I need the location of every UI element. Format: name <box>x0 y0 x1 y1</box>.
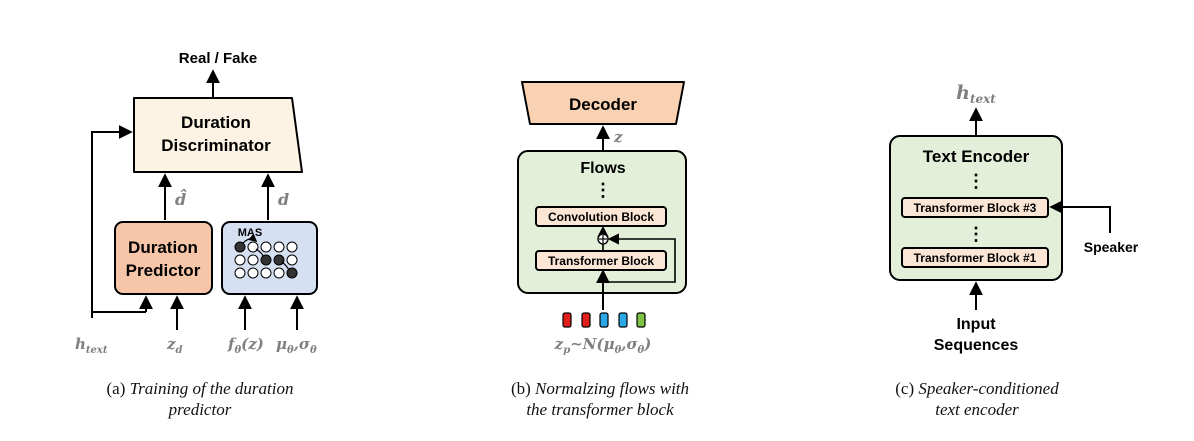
caption-a-line2: predictor <box>168 400 232 419</box>
predictor-line1: Duration <box>128 238 198 257</box>
caption-c-line2: text encoder <box>935 400 1019 419</box>
z-label: z <box>613 128 623 146</box>
panel-a: Real / Fake Duration Discriminator Durat… <box>75 50 318 419</box>
transformer-block-1 <box>901 247 1049 268</box>
discriminator-line1: Duration <box>181 113 251 132</box>
mu-sigma-input-label: μθ,σθ <box>276 335 317 356</box>
d-label: d <box>278 190 289 209</box>
h-text-loop-arrow <box>91 125 133 318</box>
residual-connection <box>603 233 676 283</box>
convolution-block-label: Convolution Block <box>548 210 654 224</box>
real-fake-label: Real / Fake <box>179 50 257 67</box>
f-theta-input-label: fθ(z) <box>227 335 264 356</box>
text-encoder-label: Text Encoder <box>923 147 1030 166</box>
caption-b-line2: the transformer block <box>526 400 674 419</box>
latent-token <box>618 312 628 328</box>
latent-token <box>562 312 572 328</box>
panel-b: Decoder z Flows ⋮ Convolution Block Tran… <box>511 81 689 419</box>
mas-label: MAS <box>238 227 262 239</box>
input-sequences-line2: Sequences <box>934 337 1019 354</box>
d-hat-label: d̂ <box>175 189 187 209</box>
encoder-ellipsis-middle: ⋮ <box>967 224 985 244</box>
transformer-block-3-label: Transformer Block #3 <box>914 201 1037 215</box>
h-text-input-label: htext <box>75 335 108 356</box>
transformer-block-1-label: Transformer Block #1 <box>914 251 1037 265</box>
z-d-input-label: zd <box>166 335 183 356</box>
speaker-arrow <box>1049 200 1111 233</box>
input-sequences-line1: Input <box>956 316 996 333</box>
speaker-label: Speaker <box>1084 239 1139 255</box>
transformer-block-label: Transformer Block <box>548 254 654 268</box>
decoder-label: Decoder <box>569 95 637 114</box>
latent-token <box>581 312 591 328</box>
caption-a-line1: (a) Training of the duration <box>106 379 293 398</box>
z-p-distribution-label: zp~N(μθ,σθ) <box>554 335 652 356</box>
caption-b-line1: (b) Normalzing flows with <box>511 379 689 398</box>
mas-alignment-grid <box>234 233 298 279</box>
flows-ellipsis: ⋮ <box>594 180 612 200</box>
flows-label: Flows <box>580 160 625 177</box>
transformer-block-3 <box>901 197 1049 218</box>
caption-c-line1: (c) Speaker-conditioned <box>895 379 1059 398</box>
encoder-ellipsis-top: ⋮ <box>967 171 985 191</box>
latent-sequence <box>562 312 646 328</box>
duration-discriminator-box <box>133 97 303 173</box>
latent-token <box>599 312 609 328</box>
decoder-box <box>521 81 685 125</box>
h-text-output-label: htext <box>956 82 996 106</box>
panel-c: htext Text Encoder ⋮ Transformer Block #… <box>889 82 1139 419</box>
latent-token <box>636 312 646 328</box>
predictor-line2: Predictor <box>126 261 201 280</box>
discriminator-line2: Discriminator <box>161 136 271 155</box>
duration-predictor-box <box>114 221 213 295</box>
